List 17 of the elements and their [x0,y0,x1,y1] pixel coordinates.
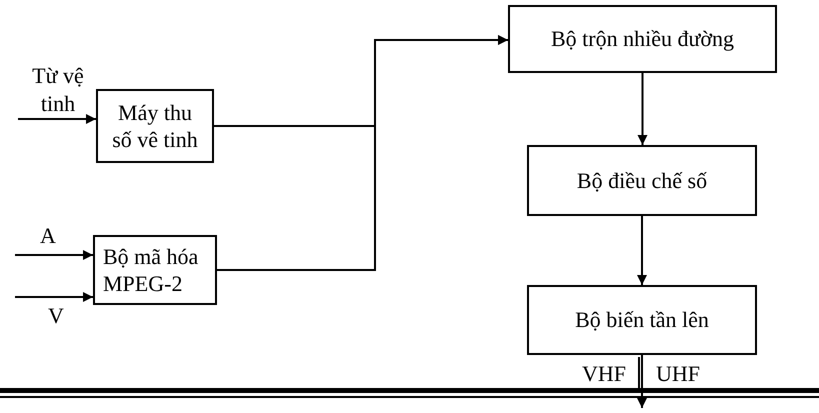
process-box: Bộ trộn nhiều đường [508,5,777,73]
arrow [15,250,93,260]
arrow [15,292,93,302]
arrow [18,114,96,124]
arrow [637,355,647,408]
band-label: UHF [656,360,700,388]
arrow [638,73,648,145]
band-label: VHF [582,360,626,388]
arrow [217,35,508,271]
edge-label: V [48,302,64,330]
process-box: Bộ điều chế số [527,145,757,216]
arrow [637,216,647,285]
input-label: Từ vệ tinh [18,62,98,118]
process-box: Bộ biến tần lên [527,285,757,355]
process-box: Máy thu số vê tinh [96,89,214,163]
edge-label: A [40,222,56,250]
process-box: Bộ mã hóa MPEG-2 [93,235,217,305]
